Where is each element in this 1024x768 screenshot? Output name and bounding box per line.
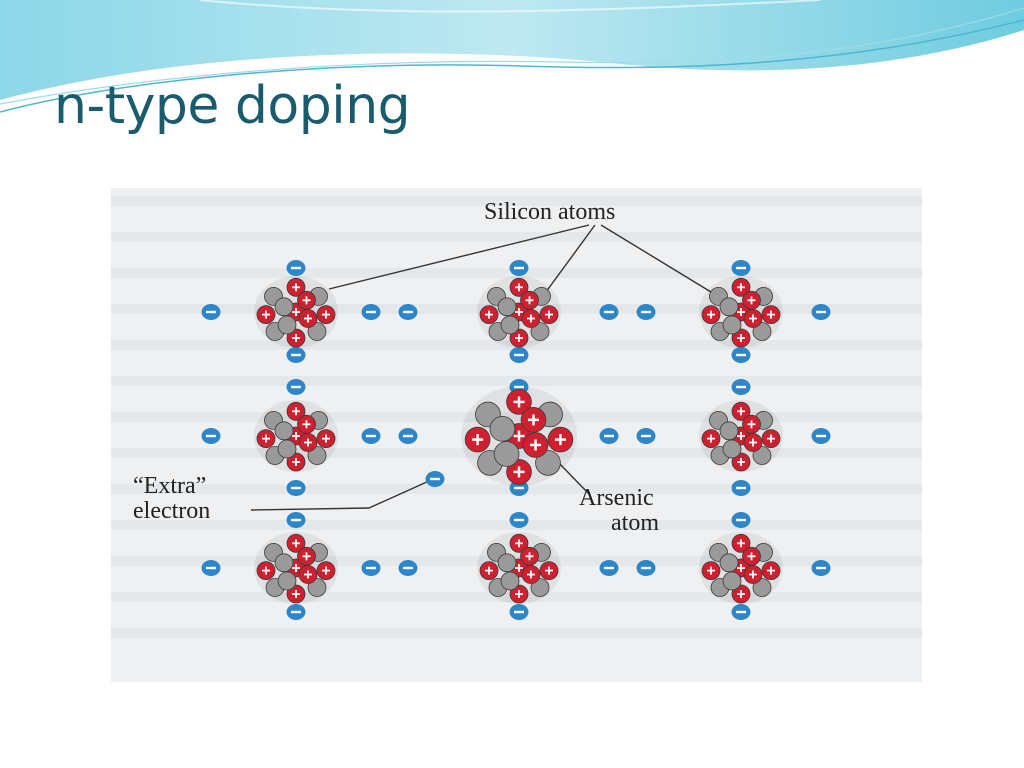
electron-top-edge-minus (514, 266, 524, 270)
bond-electron-minus (604, 310, 614, 314)
silicon-atom-neutron (274, 553, 294, 573)
bond-electron-minus (366, 566, 376, 570)
silicon-lattice (111, 196, 922, 638)
electron-left-edge-minus (206, 310, 216, 314)
silicon-atom-neutron (277, 439, 297, 459)
silicon-atom-neutron (277, 315, 297, 335)
header-wave-decoration (0, 0, 1024, 113)
electron-top-edge-minus (291, 266, 301, 270)
bond-electron-minus (641, 310, 651, 314)
doping-diagram: Silicon atoms “Extra” electron Arsenic a… (111, 188, 922, 682)
arsenic-atom-neutron (489, 416, 516, 442)
electron-right-edge-minus (816, 434, 826, 438)
label-extra-line1: “Extra” (133, 473, 207, 499)
bond-electron-minus (736, 353, 746, 357)
label-extra-electron: “Extra” electron (133, 473, 211, 525)
bond-electron-minus (291, 486, 301, 490)
silicon-atom-neutron (719, 553, 739, 573)
arsenic-atom-neutron (535, 450, 561, 476)
label-arsenic-atom: Arsenic atom (579, 485, 659, 537)
silicon-atom-neutron (497, 553, 517, 573)
electron-top-edge-minus (736, 266, 746, 270)
bond-electron-minus (736, 518, 746, 522)
bond-electron-minus (291, 518, 301, 522)
pointer-line-arsenic (555, 459, 590, 495)
silicon-atom-neutron (277, 571, 297, 591)
bond-electron-minus (514, 353, 524, 357)
silicon-atom-neutron (719, 297, 739, 317)
silicon-atom-neutron (752, 578, 772, 597)
silicon-atom-neutron (752, 446, 772, 465)
pointer-line-silicon-3 (600, 224, 712, 293)
extra-electron-minus (430, 477, 440, 481)
silicon-atom-neutron (307, 446, 327, 465)
label-arsenic-line2: atom (611, 510, 659, 537)
label-silicon-atoms: Silicon atoms (484, 199, 616, 225)
silicon-atom-neutron (500, 315, 520, 335)
bond-electron-minus (641, 434, 651, 438)
electron-bottom-edge-minus (291, 610, 301, 614)
bond-electron-minus (366, 310, 376, 314)
bond-electron-minus (514, 518, 524, 522)
silicon-atom-neutron (722, 571, 742, 591)
slide-title: n-type doping (54, 76, 411, 136)
pointer-line-silicon-2 (542, 224, 596, 297)
bond-electron-minus (403, 434, 413, 438)
pointer-line-silicon-1 (328, 224, 590, 290)
silicon-atom-neutron (719, 421, 739, 441)
bond-electron-minus (403, 310, 413, 314)
silicon-atom-neutron (274, 421, 294, 441)
electron-right-edge-minus (816, 566, 826, 570)
bond-electron-minus (291, 353, 301, 357)
silicon-atom-neutron (722, 439, 742, 459)
bond-electron-minus (291, 385, 301, 389)
bond-electron-minus (514, 385, 524, 389)
arsenic-atom-neutron (493, 441, 520, 467)
silicon-atom-neutron (530, 322, 550, 341)
silicon-atom-neutron (307, 322, 327, 341)
bond-electron-minus (641, 566, 651, 570)
silicon-atom-neutron (497, 297, 517, 317)
electron-left-edge-minus (206, 566, 216, 570)
label-arsenic-line1: Arsenic (579, 485, 654, 511)
silicon-atom-neutron (530, 578, 550, 597)
bond-electron-minus (604, 566, 614, 570)
electron-bottom-edge-minus (736, 610, 746, 614)
bond-electron-minus (514, 486, 524, 490)
bond-electron-minus (736, 486, 746, 490)
silicon-atom-neutron (307, 578, 327, 597)
electron-bottom-edge-minus (514, 610, 524, 614)
bond-electron-minus (366, 434, 376, 438)
bond-electron-minus (403, 566, 413, 570)
label-extra-line2: electron (133, 498, 211, 525)
silicon-atom-neutron (500, 571, 520, 591)
electron-right-edge-minus (816, 310, 826, 314)
bond-electron-minus (736, 385, 746, 389)
pointer-line-extra-electron (250, 480, 430, 511)
silicon-atom-neutron (274, 297, 294, 317)
bond-electron-minus (604, 434, 614, 438)
electron-left-edge-minus (206, 434, 216, 438)
silicon-atom-neutron (752, 322, 772, 341)
silicon-atom-neutron (722, 315, 742, 335)
